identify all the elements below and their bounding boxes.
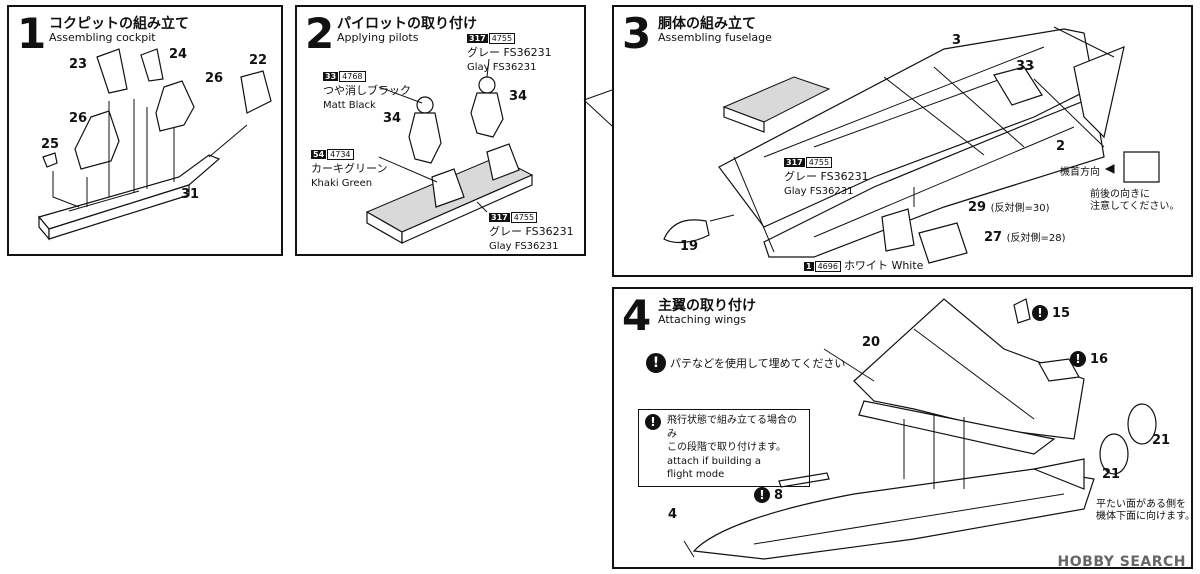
part-21-label: 21 — [1152, 433, 1171, 448]
paint-code: 1 — [804, 262, 814, 271]
orientation-note-1: 前後の向きに — [1090, 189, 1150, 200]
step-number: 4 — [622, 291, 652, 340]
step-title-en: Assembling fuselage — [658, 31, 772, 44]
paint-code-alt: 4696 — [814, 261, 841, 272]
paint-code: 317 — [489, 213, 510, 222]
putty-note: ! パテなどを使用して埋めてください — [646, 353, 845, 373]
orientation-label: 機首方向 — [1060, 167, 1100, 178]
paint-code-alt: 4734 — [327, 149, 354, 160]
step-number: 3 — [622, 9, 652, 58]
part-26b-label: 26 — [69, 111, 88, 126]
step-title-jp: 胴体の組み立て — [658, 16, 756, 32]
part-29-label: 29 (反対側=30) — [968, 199, 1050, 215]
paint-en: White — [891, 259, 924, 272]
part-16-callout: ! 16 — [1070, 351, 1108, 367]
part-23-label: 23 — [69, 57, 88, 72]
part-27-label: 27 (反対側=28) — [984, 229, 1066, 245]
step-title-jp: コクピットの組み立て — [49, 16, 189, 32]
paint-code: 317 — [784, 158, 805, 167]
part-21b-label: 21 — [1102, 467, 1121, 482]
paint-en: Glay FS36231 — [489, 241, 559, 252]
part-16-label: 16 — [1090, 351, 1109, 367]
part-8-callout: ! 8 — [754, 487, 783, 503]
exclamation-icon: ! — [1032, 305, 1048, 321]
paint-code: 33 — [323, 72, 339, 81]
flat-side-note-2: 機体下面に向けます。 — [1096, 511, 1195, 522]
paint-en: Glay FS36231 — [467, 62, 537, 73]
flight-note-jp-2: この段階で取り付けます。 — [667, 442, 786, 453]
paint-code-alt: 4755 — [510, 212, 538, 223]
paint-code-alt: 4755 — [805, 157, 833, 168]
detail-callout-wedge — [583, 89, 613, 127]
part-34b-label: 34 — [509, 89, 528, 104]
flight-mode-note: ! 飛行状態で組み立てる場合のみ この段階で取り付けます。 attach if … — [638, 409, 810, 487]
step-number: 1 — [17, 9, 47, 58]
part-22-label: 22 — [249, 53, 268, 68]
cockpit-assembly-diagram — [37, 48, 272, 241]
paint-jp: ホワイト — [843, 259, 888, 272]
part-29-note: (反対側=30) — [990, 203, 1050, 214]
exclamation-icon: ! — [1070, 351, 1086, 367]
part-34-label: 34 — [383, 111, 402, 126]
paint-jp: グレー FS36231 — [784, 170, 869, 183]
fuselage-assembly-diagram — [663, 26, 1160, 264]
flight-note-jp-1: 飛行状態で組み立てる場合のみ — [667, 415, 797, 440]
flat-side-note-1: 平たい面がある側を — [1096, 499, 1186, 510]
putty-note-text: パテなどを使用して埋めてください — [670, 357, 846, 370]
part-26-label: 26 — [205, 71, 224, 86]
part-4-label: 4 — [668, 507, 678, 522]
paint-jp: つや消しブラック — [323, 84, 411, 97]
part-31-label: 31 — [181, 187, 200, 202]
step-title-en: Attaching wings — [658, 313, 746, 326]
paint-jp: カーキグリーン — [311, 162, 388, 175]
paint-en: Glay FS36231 — [784, 186, 854, 197]
part-25-label: 25 — [41, 137, 60, 152]
part-15-label: 15 — [1052, 305, 1071, 321]
wing-assembly-diagram — [683, 298, 1157, 560]
orientation-note-2: 注意してください。 — [1090, 201, 1180, 212]
flight-note-en-1: attach if building a — [667, 455, 761, 467]
step-3-panel: 3 胴体の組み立て Assembling fuselage 3 33 — [612, 5, 1193, 277]
flight-note-en-2: flight mode — [667, 469, 725, 480]
paint-jp: グレー FS36231 — [489, 225, 574, 238]
part-15-callout: ! 15 — [1032, 305, 1070, 321]
exclamation-icon: ! — [754, 487, 770, 503]
paint-en: Matt Black — [323, 100, 376, 111]
step-number: 2 — [305, 9, 335, 58]
step-title-jp: 主翼の取り付け — [658, 298, 756, 314]
part-27-note: (反対側=28) — [1006, 233, 1066, 244]
exclamation-icon: ! — [645, 414, 661, 430]
paint-code-alt: 4768 — [339, 71, 366, 82]
hobby-search-watermark: HOBBY SEARCH — [1057, 554, 1186, 570]
paint-code: 317 — [467, 34, 488, 43]
part-20-label: 20 — [862, 335, 881, 350]
part-2-label: 2 — [1056, 139, 1066, 154]
part-27-num: 27 — [984, 230, 1003, 245]
part-24-label: 24 — [169, 47, 188, 62]
step-title-jp: パイロットの取り付け — [337, 16, 477, 32]
step-title-en: Applying pilots — [337, 31, 419, 44]
part-19-label: 19 — [680, 239, 699, 254]
step-title-en: Assembling cockpit — [49, 31, 156, 44]
exclamation-icon: ! — [646, 353, 666, 373]
part-8-label: 8 — [774, 487, 784, 503]
part-33-label: 33 — [1016, 59, 1035, 74]
part-3-label: 3 — [952, 33, 962, 48]
paint-en: Khaki Green — [311, 178, 373, 189]
part-29-num: 29 — [968, 200, 987, 215]
step-1-panel: 1 コクピットの組み立て Assembling cockpit 23 24 26… — [7, 5, 283, 256]
paint-code-alt: 4755 — [488, 33, 516, 44]
paint-jp: グレー FS36231 — [467, 46, 552, 59]
paint-code: 54 — [311, 150, 327, 159]
step-4-panel: 4 主翼の取り付け Attaching wings 20 ! 15 ! 16 2… — [612, 287, 1195, 569]
pilot-assembly-diagram — [365, 58, 534, 245]
